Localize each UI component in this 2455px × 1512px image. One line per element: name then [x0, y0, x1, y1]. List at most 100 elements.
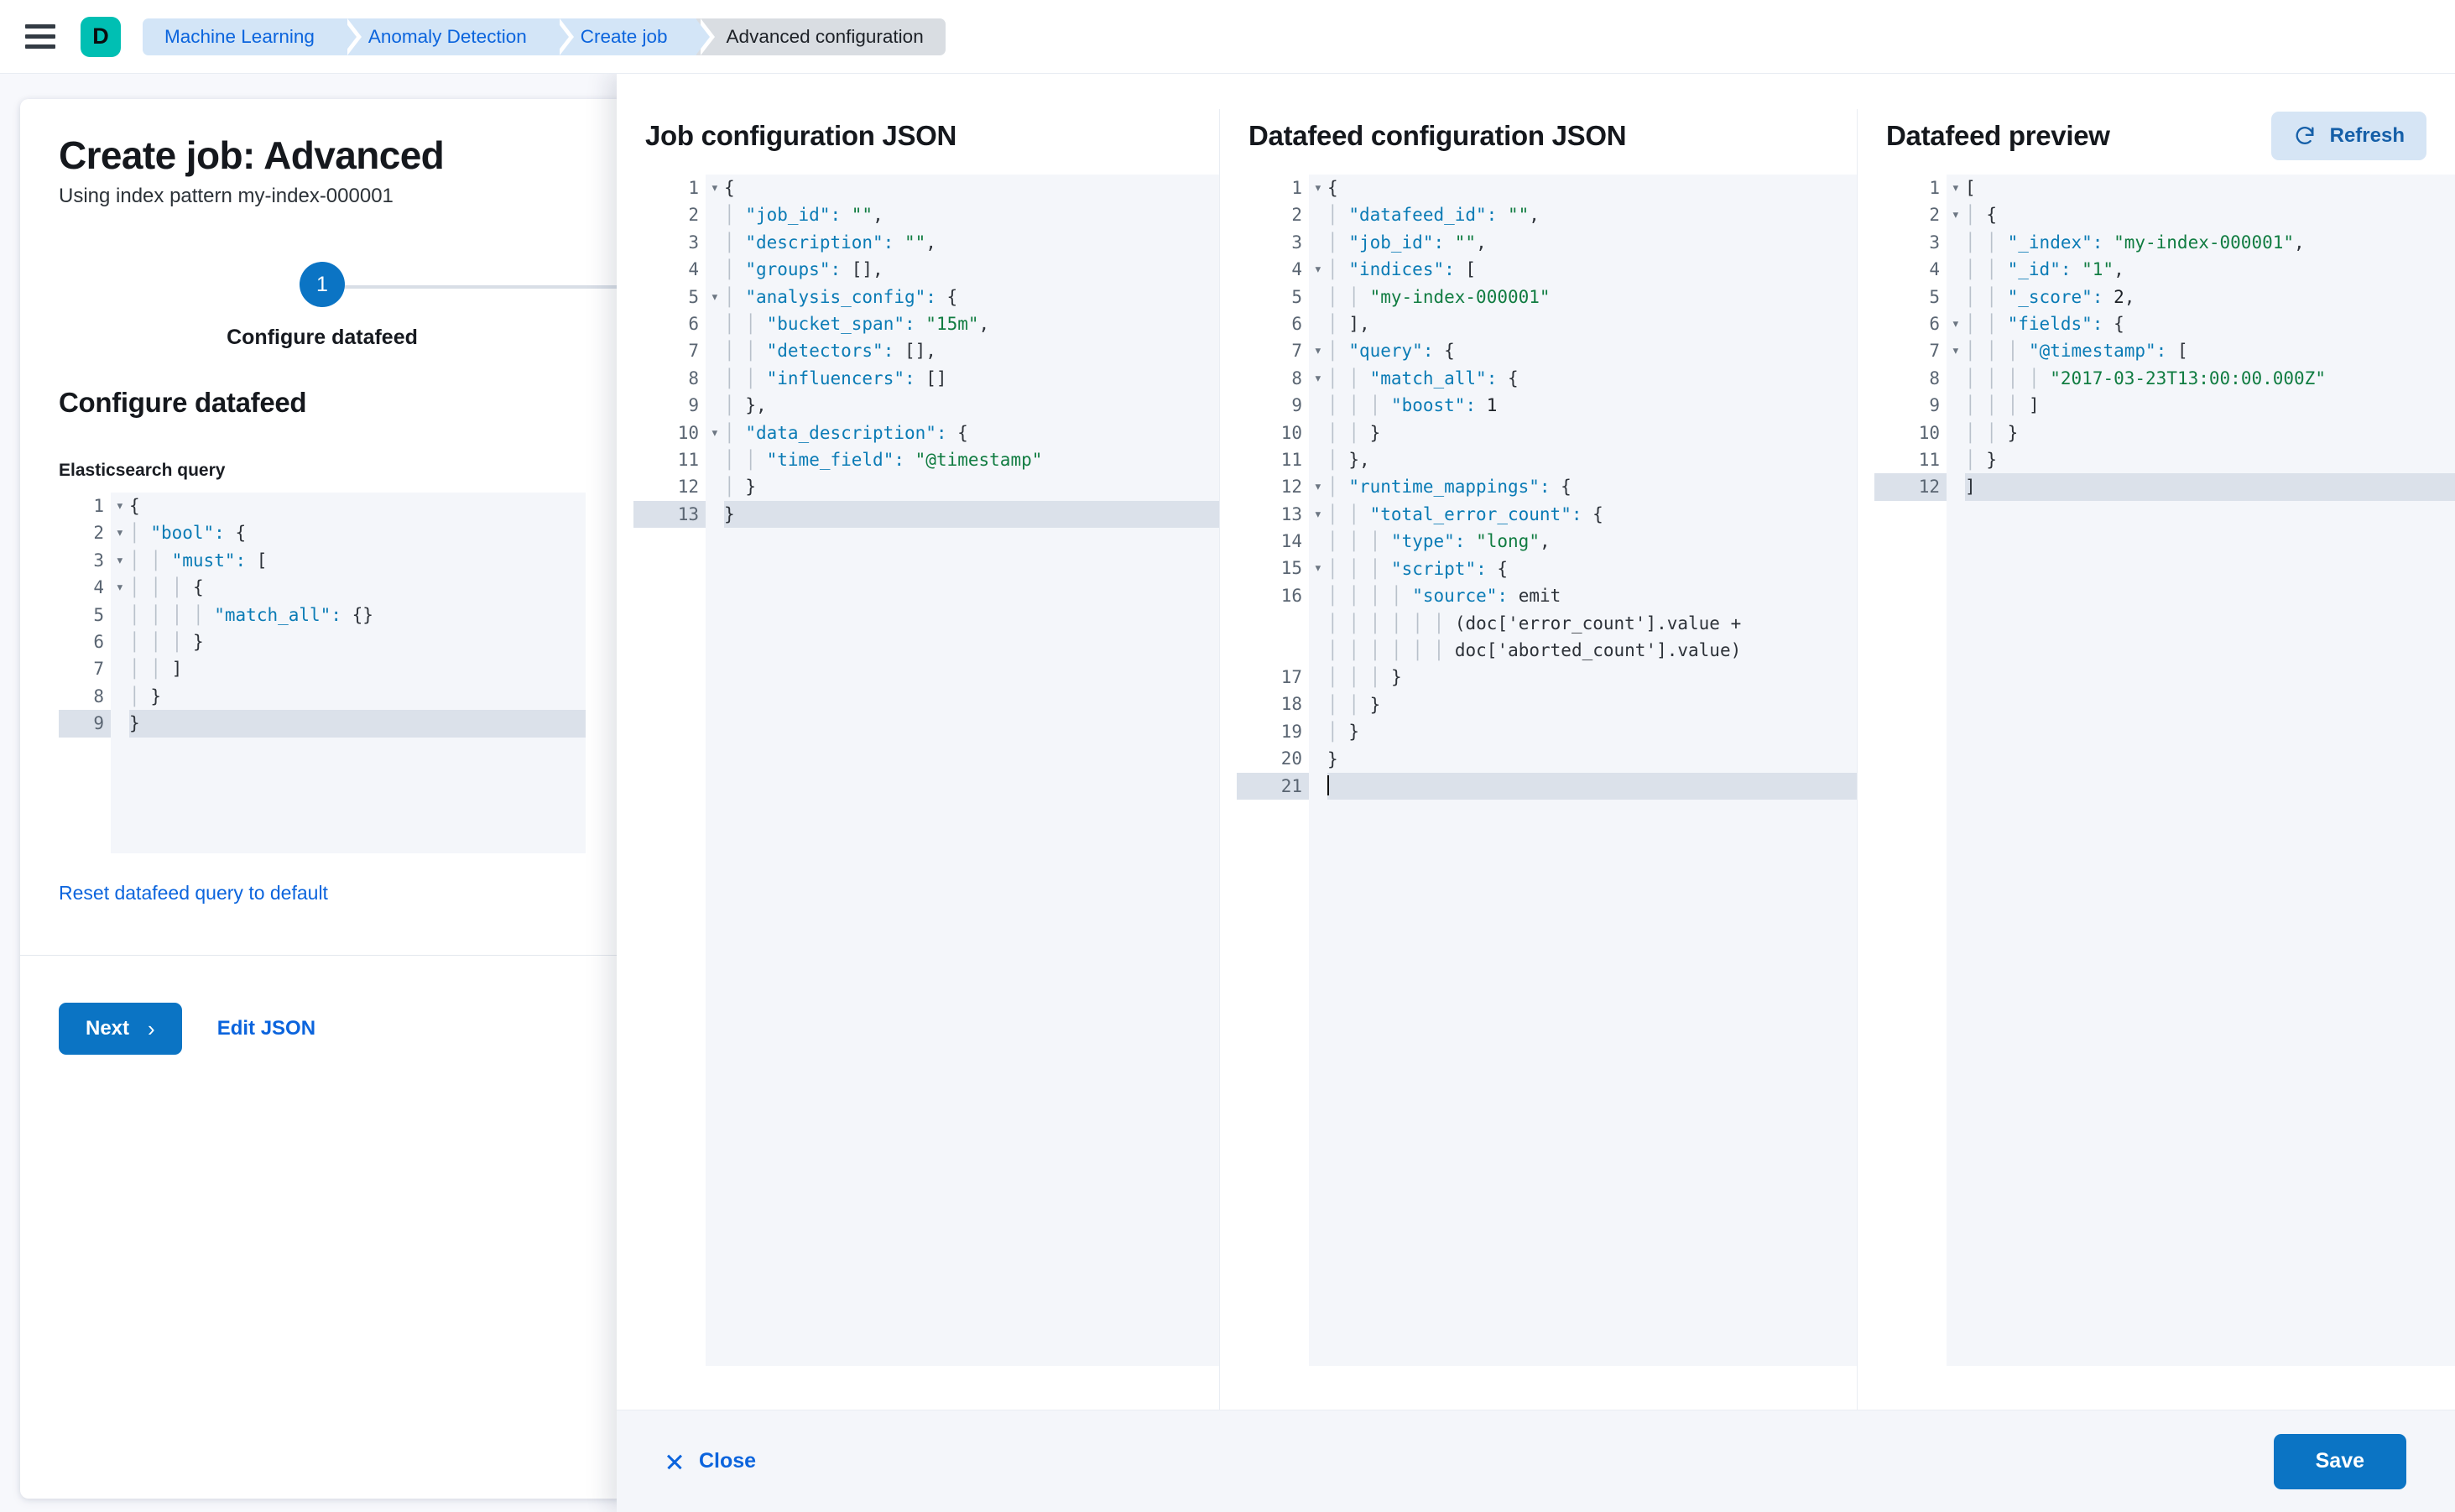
reset-datafeed-query-link[interactable]: Reset datafeed query to default: [59, 882, 328, 904]
flyout-footer: Close Save: [617, 1410, 2455, 1512]
fold-arrow-icon[interactable]: ▾: [115, 579, 124, 597]
panel-header-datafeed_preview: Datafeed preview Refresh: [1858, 109, 2455, 163]
code-line: {: [724, 178, 735, 198]
panel-header-datafeed_config: Datafeed configuration JSON: [1220, 109, 1857, 163]
code-line: │ ],: [1327, 314, 1370, 335]
gutter-line: 15▾: [1237, 555, 1322, 581]
create-job-wizard-card: Create job: Advanced Using index pattern…: [20, 99, 624, 1499]
gutter-line: 7: [688, 341, 699, 362]
gutter-line: 6: [93, 631, 104, 652]
fold-arrow-icon[interactable]: ▾: [1313, 261, 1322, 279]
elasticsearch-query-label: Elasticsearch query: [59, 461, 226, 480]
breadcrumb-item-1[interactable]: Anomaly Detection: [342, 18, 574, 55]
gutter-line: 7: [93, 659, 104, 680]
fold-arrow-icon[interactable]: ▾: [1951, 342, 1960, 360]
code-line: │ │ │ │ "match_all": {}: [129, 604, 373, 625]
wizard-divider: [20, 955, 624, 956]
fold-arrow-icon[interactable]: ▾: [1313, 505, 1322, 523]
editor-code-area[interactable]: {│ "bool": {│ │ "must": [│ │ │ {│ │ │ │ …: [111, 493, 586, 853]
stepper-step-1-label: Configure datafeed: [227, 326, 418, 349]
panel-title-datafeed_preview: Datafeed preview: [1886, 120, 2110, 151]
refresh-button[interactable]: Refresh: [2270, 112, 2426, 160]
fold-arrow-icon[interactable]: ▾: [1313, 560, 1322, 577]
breadcrumb-item-0[interactable]: Machine Learning: [143, 18, 362, 55]
fold-arrow-icon[interactable]: ▾: [1951, 315, 1960, 332]
code-line: │ },: [724, 395, 767, 416]
gutter-line: 12▾: [1237, 473, 1322, 500]
page-subtitle: Using index pattern my-index-000001: [59, 185, 394, 207]
fold-arrow-icon[interactable]: ▾: [710, 288, 719, 305]
gutter-line: 4▾: [1237, 256, 1322, 283]
hamburger-icon[interactable]: [25, 23, 59, 50]
code-line: }: [1327, 748, 1338, 769]
fold-arrow-icon[interactable]: ▾: [1313, 180, 1322, 196]
stepper-step-1[interactable]: 1: [300, 262, 345, 307]
gutter-line: 8▾: [1237, 365, 1322, 392]
refresh-button-label: Refresh: [2329, 124, 2405, 147]
gutter-line: 5: [93, 604, 104, 625]
fold-arrow-icon[interactable]: ▾: [710, 180, 719, 196]
edit-json-link[interactable]: Edit JSON: [216, 1017, 316, 1040]
code-line: │ "runtime_mappings": {: [1327, 477, 1572, 498]
fold-arrow-icon[interactable]: ▾: [1313, 478, 1322, 496]
fold-arrow-icon[interactable]: ▾: [1313, 342, 1322, 360]
app-logo[interactable]: D: [81, 16, 121, 57]
gutter-line: 10: [1280, 422, 1302, 443]
code-line: │ │ "influencers": []: [724, 368, 947, 388]
code-line: │ │ │ ]: [1965, 395, 2040, 416]
gutter-line: 2: [1291, 205, 1302, 226]
gutter-line: 6: [688, 313, 699, 334]
fold-arrow-icon[interactable]: ▾: [1313, 369, 1322, 387]
gutter-line: 17: [1280, 667, 1302, 688]
code-line: │ │ │ {: [129, 577, 204, 598]
code-line: │ │ │ "@timestamp": [: [1965, 341, 2188, 362]
code-line: │ }: [1965, 450, 1997, 471]
fold-arrow-icon[interactable]: ▾: [710, 424, 719, 441]
breadcrumb-item-3[interactable]: Advanced configuration: [696, 18, 946, 55]
fold-arrow-icon[interactable]: ▾: [1951, 206, 1960, 224]
wizard-stepper: 1: [59, 262, 624, 310]
editor-code-area[interactable]: [│ {│ │ "_index": "my-index-000001",│ │ …: [1947, 175, 2455, 1366]
code-line: }: [129, 710, 586, 738]
code-line: │ │ "my-index-000001": [1327, 286, 1551, 307]
code-line: │ "bool": {: [129, 523, 247, 544]
code-line: │ │ }: [1327, 694, 1381, 715]
code-line: │ │ │ "boost": 1: [1327, 395, 1498, 416]
gutter-line: 20: [1280, 748, 1302, 769]
close-icon: [665, 1452, 684, 1471]
code-line: {: [1327, 178, 1338, 198]
fold-arrow-icon[interactable]: ▾: [115, 498, 124, 514]
code-line: │ │ │ │ "2017-03-23T13:00:00.000Z": [1965, 368, 2326, 388]
next-button[interactable]: Next ›: [59, 1003, 182, 1055]
code-line: │ "query": {: [1327, 341, 1455, 362]
next-button-label: Next: [86, 1017, 130, 1040]
gutter-line: 10: [1918, 422, 1940, 443]
gutter-line: 1▾: [1237, 175, 1322, 201]
breadcrumb-item-2[interactable]: Create job: [555, 18, 715, 55]
code-line: │ │ }: [1327, 422, 1381, 443]
fold-arrow-icon[interactable]: ▾: [1951, 180, 1960, 196]
gutter-line: 21: [1237, 772, 1309, 800]
editor-code-area[interactable]: {│ "job_id": "",│ "description": "",│ "g…: [706, 175, 1219, 1366]
editor-code-area[interactable]: {│ "datafeed_id": "",│ "job_id": "",│ "i…: [1309, 175, 1857, 1366]
save-button[interactable]: Save: [2273, 1433, 2406, 1489]
fold-arrow-icon[interactable]: ▾: [115, 524, 124, 542]
wizard-button-row: Next › Edit JSON: [59, 1003, 586, 1055]
close-button[interactable]: Close: [665, 1449, 756, 1473]
code-line: │ │ "_index": "my-index-000001",: [1965, 232, 2305, 253]
fold-arrow-icon[interactable]: ▾: [115, 551, 124, 569]
gutter-line: 8: [1929, 368, 1940, 388]
gutter-line: 8: [688, 368, 699, 388]
gutter-line: 4: [1929, 259, 1940, 280]
panel-title-datafeed_config: Datafeed configuration JSON: [1248, 120, 1627, 151]
code-line: │ │ "bucket_span": "15m",: [724, 314, 990, 335]
gutter-line: 7▾: [1237, 337, 1322, 364]
